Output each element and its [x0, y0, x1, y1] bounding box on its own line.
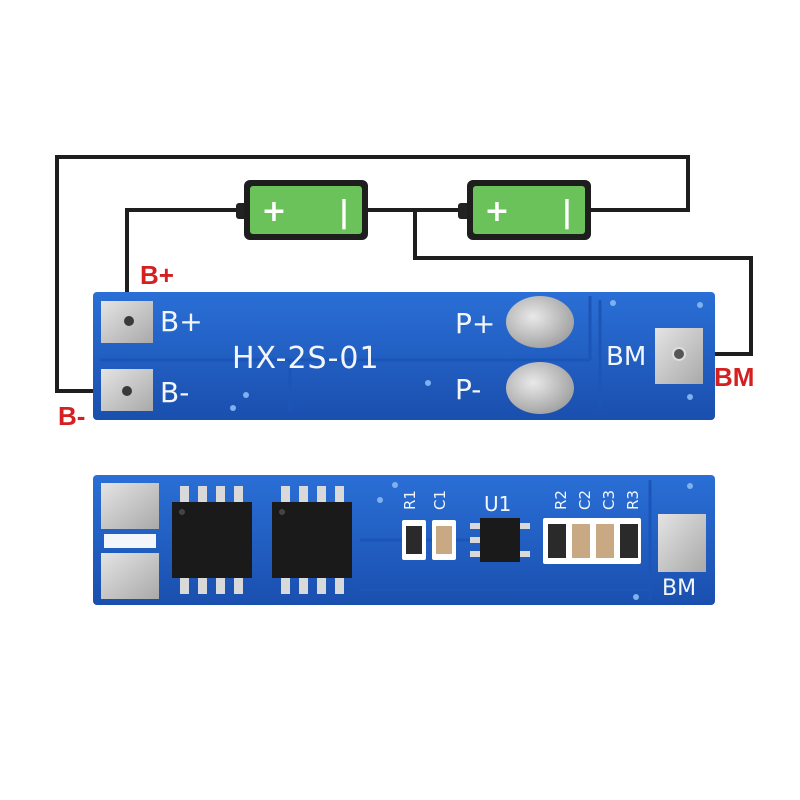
- bm-solder-point: [672, 347, 686, 361]
- battery-2: + |: [458, 180, 591, 240]
- mosfet-1: [172, 486, 252, 594]
- b-plus-solder-point: [124, 316, 134, 326]
- battery-body: [473, 186, 585, 234]
- board-model-label: HX-2S-01: [232, 341, 380, 376]
- wire-bm: [412, 208, 753, 356]
- pcb-vias: [377, 482, 693, 600]
- battery-plus-sign: +: [484, 194, 509, 229]
- silk-c1: C1: [431, 490, 449, 510]
- battery-body: [250, 186, 362, 234]
- silk-r1: R1: [401, 490, 419, 510]
- resistor-r1: [406, 526, 422, 554]
- passives-outline: [543, 518, 641, 564]
- label-b-minus: B-: [58, 401, 85, 431]
- silk-b-minus: B-: [160, 376, 189, 409]
- mosfet-chip: [272, 502, 352, 578]
- mosfet-chip: [172, 502, 252, 578]
- pcb-top-view: B+ B- HX-2S-01 P+ P- BM: [93, 292, 715, 420]
- battery-plus-sign: +: [261, 194, 286, 229]
- b-minus-solder-point: [122, 386, 132, 396]
- silk-bm-bottom: BM: [662, 576, 696, 601]
- b-plus-pad: [101, 483, 159, 529]
- silk-r3: R3: [624, 490, 642, 510]
- silk-u1: U1: [484, 492, 511, 516]
- resistor-r3: [620, 524, 638, 558]
- label-b-plus: B+: [140, 260, 174, 290]
- resistor-r2: [548, 524, 566, 558]
- pad-silkscreen-bar: [104, 534, 156, 548]
- wire-b-minus: [55, 155, 690, 393]
- b-minus-pad: [101, 553, 159, 599]
- label-bm: BM: [714, 362, 754, 392]
- bm-pad: [658, 514, 706, 572]
- silk-r2: R2: [552, 490, 570, 510]
- mosfet-2: [272, 486, 352, 594]
- battery-minus-sign: |: [562, 195, 573, 230]
- ic-u1: [470, 518, 530, 562]
- pcb-vias: [230, 300, 703, 411]
- silk-b-plus: B+: [160, 305, 203, 338]
- silk-c3: C3: [600, 490, 618, 510]
- silk-p-plus: P+: [455, 307, 495, 340]
- pcb-bottom-view: R1 C1 U1 R2 C2 C3 R3 BM: [93, 475, 715, 605]
- p-minus-pad: [506, 362, 574, 414]
- silk-bm: BM: [606, 342, 646, 372]
- silk-p-minus: P-: [455, 373, 481, 406]
- capacitor-c1: [436, 526, 452, 554]
- battery-minus-sign: |: [339, 195, 350, 230]
- capacitor-c2: [572, 524, 590, 558]
- battery-1: + |: [236, 180, 368, 240]
- capacitor-c3: [596, 524, 614, 558]
- silk-c2: C2: [576, 490, 594, 510]
- p-plus-pad: [506, 296, 574, 348]
- pcb-traces: [100, 296, 602, 412]
